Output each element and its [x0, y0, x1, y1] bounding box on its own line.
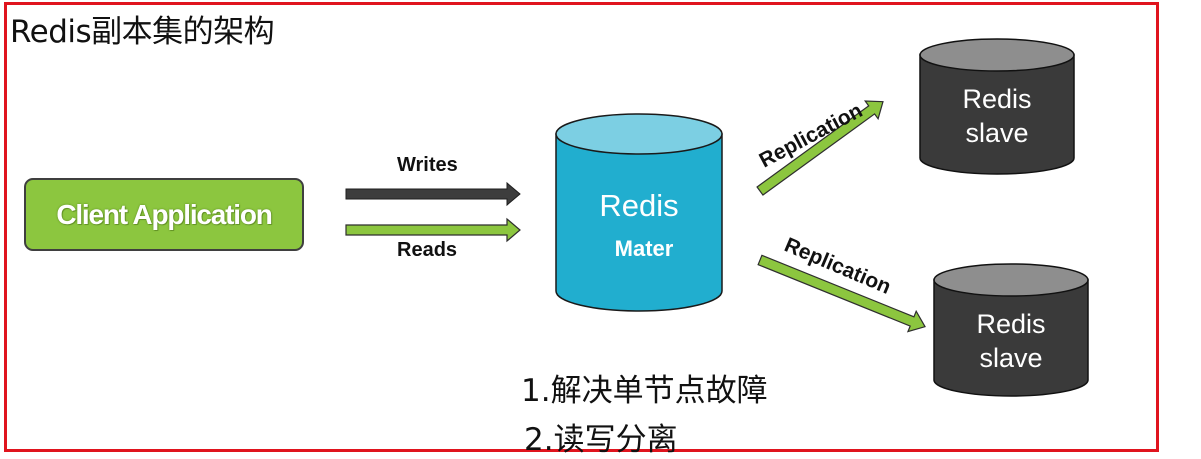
- slave-top-line2: slave: [965, 118, 1029, 148]
- master-line2: Mater: [614, 236, 674, 261]
- slave-bottom-line1: Redis: [976, 309, 1046, 339]
- client-application-box: Client Application: [24, 178, 304, 251]
- redis-slave-cylinder-bottom: [933, 263, 1089, 397]
- replication-arrow-top: [756, 100, 884, 196]
- redis-slave-cylinder-top: [919, 38, 1075, 175]
- replication-arrow-bottom: [757, 254, 926, 333]
- master-line1: Redis: [599, 188, 679, 223]
- writes-label: Writes: [397, 154, 458, 176]
- writes-arrow: [345, 181, 521, 207]
- slave-bottom-line2: slave: [979, 343, 1043, 373]
- reads-label: Reads: [397, 239, 458, 261]
- redis-master-cylinder: [555, 113, 723, 312]
- note-1: 1.解决单节点故障: [521, 373, 768, 409]
- page-title: Redis副本集的架构: [10, 14, 275, 50]
- replication-label-top: Replication: [756, 99, 867, 172]
- reads-arrow: [345, 217, 521, 243]
- client-application-label: Client Application: [56, 198, 273, 230]
- slave-top-line1: Redis: [962, 84, 1032, 114]
- note-2: 2.读写分离: [524, 422, 678, 458]
- diagram-frame: [4, 2, 1159, 452]
